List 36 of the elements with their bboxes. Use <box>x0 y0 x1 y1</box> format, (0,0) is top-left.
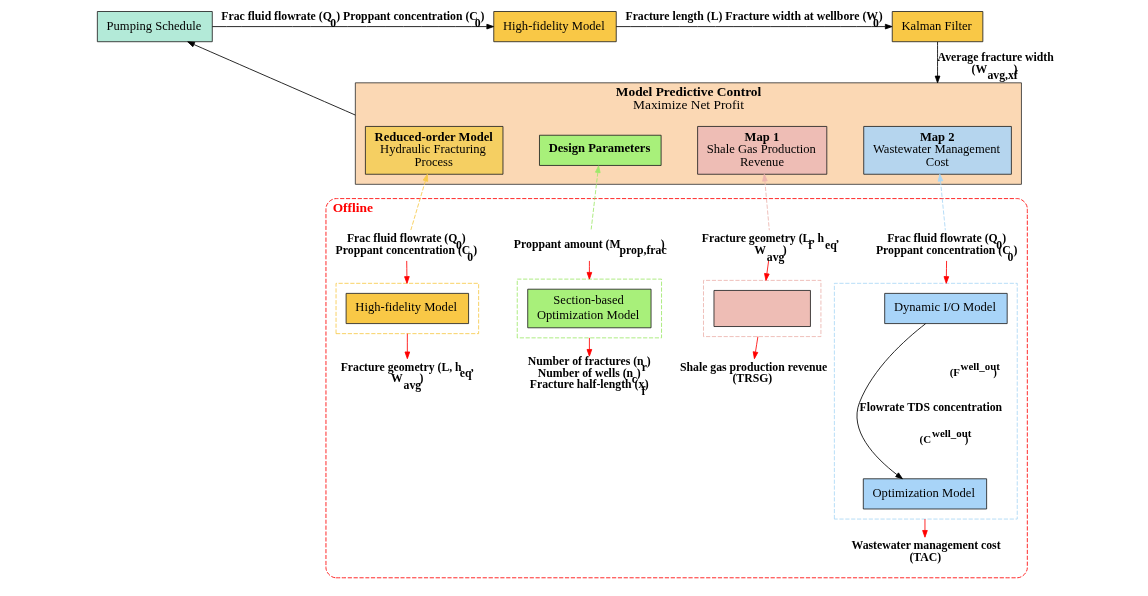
node-box: Pumping Schedule <box>96 11 213 43</box>
arrow <box>937 173 946 231</box>
node-box: High-fidelity Model <box>492 11 617 43</box>
node-text: Shale gas production revenue (TRSG) <box>679 360 827 386</box>
arrow <box>921 518 928 538</box>
cluster <box>516 278 662 339</box>
arrow <box>761 173 770 231</box>
arrow <box>586 260 592 280</box>
arrow <box>211 23 494 30</box>
node-box: Design Parameters <box>538 134 662 166</box>
arrow <box>615 23 892 30</box>
arrow <box>409 173 428 231</box>
cluster <box>833 282 1018 520</box>
edge-label: Flowrate TDS concentration <box>859 401 1002 414</box>
arrow <box>763 260 770 281</box>
node-box: High-fidelity Model <box>345 292 469 324</box>
arrow <box>752 336 758 360</box>
arrow <box>403 260 410 284</box>
node-box: Dynamic I/O Model <box>883 292 1008 324</box>
node-box: Section-based Optimization Model <box>526 288 651 329</box>
arrow <box>404 333 410 360</box>
arrow <box>934 41 940 84</box>
node-box: Optimization Model <box>862 478 987 510</box>
arrow <box>943 260 949 284</box>
arrow <box>186 41 356 116</box>
cluster <box>335 282 479 335</box>
cluster <box>702 279 821 337</box>
node-box: Map 2 Wastewater Management Cost <box>862 126 1012 175</box>
node-box: Reduced-order Model Hydraulic Fracturing Process <box>364 126 503 175</box>
node-box: Kalman Filter <box>891 11 983 43</box>
node-box: Map 1 Shale Gas Production Revenue <box>696 126 827 175</box>
node-box <box>713 290 811 327</box>
arrow <box>586 337 592 357</box>
arrow <box>856 323 926 480</box>
node-text: Wastewater management cost (TAC) <box>851 539 1001 565</box>
arrow <box>590 165 601 231</box>
